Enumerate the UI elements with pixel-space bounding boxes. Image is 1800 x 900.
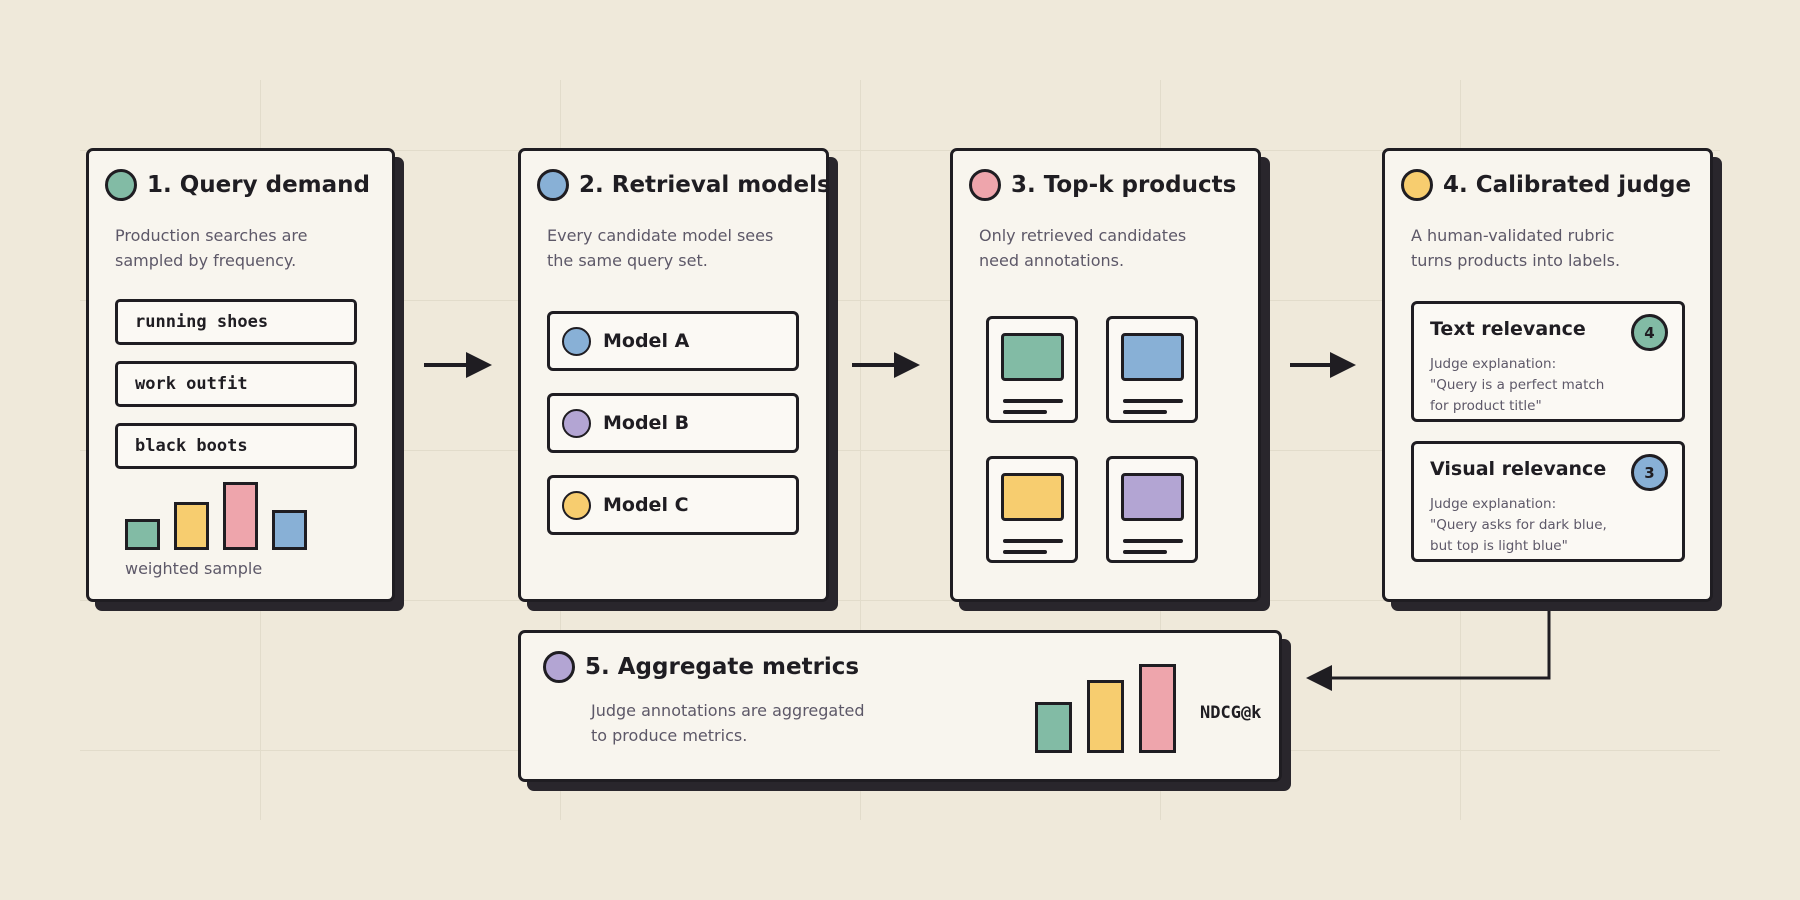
sample-bar [223, 482, 258, 550]
stage-title: 5. Aggregate metrics [585, 654, 860, 680]
metric-label: NDCG@k [1200, 703, 1262, 723]
stage-description: Judge annotations are aggregated to prod… [591, 701, 865, 745]
arrow-2-to-3 [852, 352, 920, 378]
stage-title: 1. Query demand [147, 172, 371, 198]
blue-dot-icon [537, 169, 569, 201]
stage-query-demand: 1. Query demand Production searches are … [86, 148, 395, 602]
sample-bar [125, 519, 160, 550]
sample-bar [174, 502, 209, 550]
sample-bar [272, 510, 307, 550]
stage-description: Production searches are sampled by frequ… [115, 226, 308, 270]
stage-title: 4. Calibrated judge [1443, 172, 1692, 198]
metric-bar [1139, 664, 1176, 753]
purple-dot-icon [562, 408, 591, 438]
yellow-dot-icon [562, 490, 591, 520]
judge-explanation: Judge explanation: "Query is a perfect m… [1430, 356, 1605, 414]
yellow-dot-icon [1401, 169, 1433, 201]
stage-description: Every candidate model sees the same quer… [547, 226, 774, 270]
model-box: Model A [547, 311, 799, 371]
score-badge: 3 [1631, 454, 1668, 491]
judgement-text-relevance: Text relevance 4 Judge explanation: "Que… [1411, 301, 1685, 422]
product-card-icon [986, 316, 1078, 423]
query-chip: black boots [115, 423, 357, 469]
product-card-icon [986, 456, 1078, 563]
stage-title: 2. Retrieval models [579, 172, 831, 198]
arrow-3-to-4 [1290, 352, 1356, 378]
blue-dot-icon [562, 326, 591, 356]
stage-aggregate-metrics: 5. Aggregate metrics Judge annotations a… [518, 630, 1282, 782]
judge-explanation: Judge explanation: "Query asks for dark … [1430, 496, 1607, 554]
metric-bar [1087, 680, 1124, 753]
query-chip: running shoes [115, 299, 357, 345]
pink-dot-icon [969, 169, 1001, 201]
model-box: Model B [547, 393, 799, 453]
metric-bar [1035, 702, 1072, 753]
stage-topk-products: 3. Top-k products Only retrieved candida… [950, 148, 1261, 602]
arrow-1-to-2 [424, 352, 492, 378]
stage-calibrated-judge: 4. Calibrated judge A human-validated ru… [1382, 148, 1713, 602]
model-box: Model C [547, 475, 799, 535]
arrow-4-to-5 [1306, 608, 1551, 691]
stage-retrieval-models: 2. Retrieval models Every candidate mode… [518, 148, 831, 602]
stage-description: Only retrieved candidates need annotatio… [979, 226, 1187, 270]
stage-description: A human-validated rubric turns products … [1411, 226, 1621, 270]
judgement-visual-relevance: Visual relevance 3 Judge explanation: "Q… [1411, 441, 1685, 562]
purple-dot-icon [543, 651, 575, 683]
product-card-icon [1106, 456, 1198, 563]
sample-label: weighted sample [125, 559, 263, 578]
query-chip: work outfit [115, 361, 357, 407]
stage-title: 3. Top-k products [1011, 172, 1237, 198]
score-badge: 4 [1631, 314, 1668, 351]
green-dot-icon [105, 169, 137, 201]
product-card-icon [1106, 316, 1198, 423]
